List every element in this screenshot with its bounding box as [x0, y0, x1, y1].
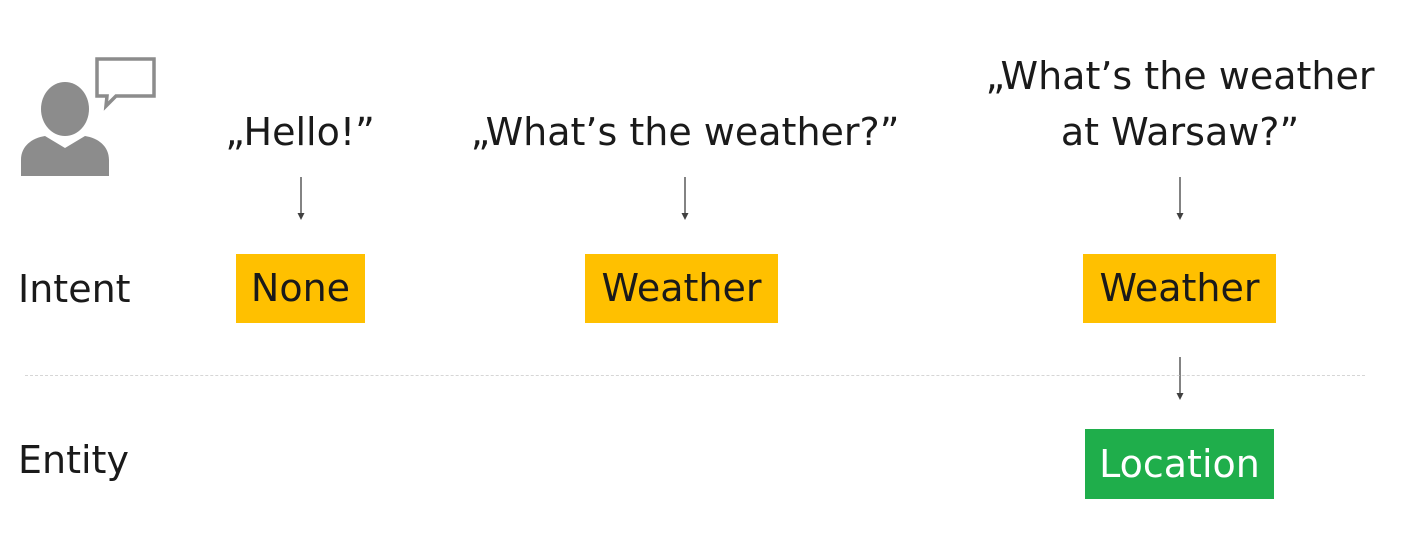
entity-row-label: Entity [18, 438, 129, 482]
utterance-weather-warsaw-line-1: „What’s the weather [985, 54, 1375, 98]
intent-row-label: Intent [18, 267, 131, 311]
user-speech-icon [20, 56, 160, 180]
intent-tag-weather: Weather [585, 254, 778, 323]
utterance-weather-warsaw-line-2: at Warsaw?” [1060, 110, 1300, 154]
arrow-down-icon [296, 177, 306, 221]
utterance-hello: „Hello!” [225, 110, 375, 154]
intent-tag-weather-warsaw: Weather [1083, 254, 1276, 323]
arrow-down-icon [1175, 177, 1185, 221]
utterance-weather: „What’s the weather?” [470, 110, 900, 154]
arrow-down-icon [1175, 357, 1185, 401]
entity-tag-location: Location [1085, 429, 1274, 499]
row-divider [25, 375, 1365, 376]
utterance-weather-warsaw: „What’s the weather at Warsaw?” [960, 48, 1400, 160]
arrow-down-icon [680, 177, 690, 221]
intent-tag-none: None [236, 254, 365, 323]
